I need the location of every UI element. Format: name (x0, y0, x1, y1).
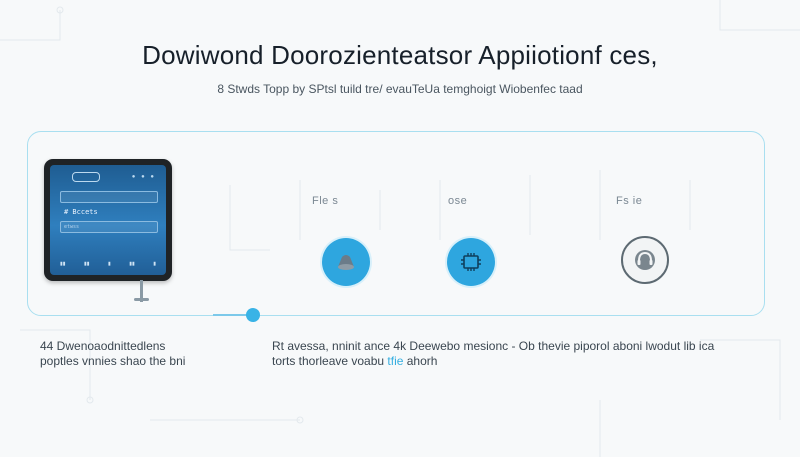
tablet-screen-label: # Bccets (64, 208, 98, 216)
right-caption-line-2: torts thorleave voabu tfie ahorh (272, 354, 772, 369)
page-title: Dowiwond Doorozienteatsor Appiiotionf ce… (142, 40, 658, 70)
tablet-search-bar (60, 191, 158, 203)
gear-knob-icon (338, 255, 354, 270)
device-chip-icon (461, 253, 481, 271)
feature-1-button[interactable] (322, 238, 370, 286)
headset-support-icon (635, 250, 655, 270)
left-caption-line-1: 44 Dwenoaodnittedlens (40, 339, 166, 353)
tablet-status-icon: ● ● ● (131, 174, 156, 180)
tablet-logo-icon (72, 172, 100, 182)
tablet-screen: ● ● ● # Bccets etwss ▮▮▮▮▮▮▮▮ (50, 165, 166, 275)
feature-2-label: ose (448, 195, 468, 207)
feature-1-label: Fle s (312, 195, 339, 207)
timeline-connector (213, 314, 249, 316)
feature-3-label: Fs ie (616, 195, 643, 207)
feature-2-button[interactable] (447, 238, 495, 286)
left-caption: 44 Dwenoaodnittedlens poptles vnnies sha… (40, 339, 220, 369)
right-caption-line-1: Rt avessa, nninit ance 4k Deewebo mesion… (272, 339, 715, 353)
feature-3-button[interactable] (621, 236, 669, 284)
left-caption-line-2: poptles vnnies shao the bni (40, 354, 186, 368)
tablet-footer-icons: ▮▮▮▮▮▮▮▮ (60, 261, 156, 267)
tablet-stand-foot (134, 298, 149, 301)
feature-panel (27, 131, 765, 316)
page-subtitle: 8 Stwds Topp by SPtsl tuild tre/ evauTeU… (217, 82, 583, 96)
right-caption-line-2-b: ahorh (406, 354, 438, 368)
timeline-dot[interactable] (246, 308, 260, 322)
tablet-screen-title: etwss (64, 224, 80, 230)
tablet-device: ● ● ● # Bccets etwss ▮▮▮▮▮▮▮▮ (44, 159, 172, 281)
tablet-stand (140, 280, 143, 302)
tablet-input-bar (60, 221, 158, 233)
right-caption-line-2-a: torts thorleave voabu (272, 354, 388, 368)
right-caption-highlight: tfie (387, 354, 407, 368)
right-caption: Rt avessa, nninit ance 4k Deewebo mesion… (272, 339, 772, 369)
